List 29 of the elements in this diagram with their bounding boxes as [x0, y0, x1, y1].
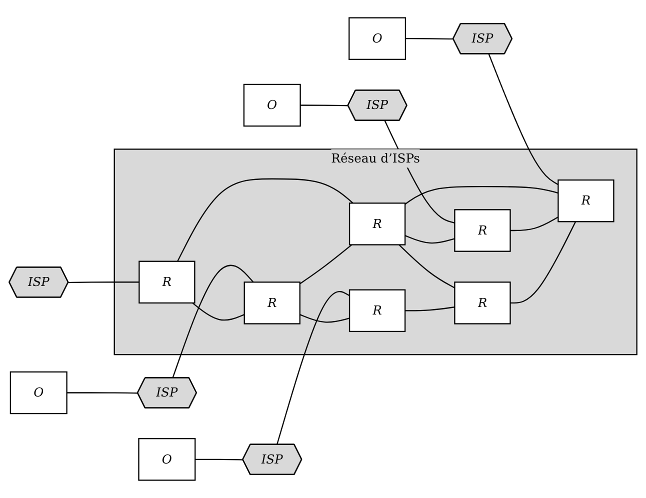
connector — [405, 38, 454, 40]
connector — [300, 314, 350, 323]
connector — [68, 282, 140, 284]
node-box: O — [348, 17, 406, 60]
node-box: R — [244, 282, 300, 324]
connector — [195, 458, 244, 460]
connector — [300, 104, 348, 106]
connector — [510, 221, 576, 304]
connector — [405, 306, 455, 312]
connector — [177, 178, 354, 262]
node-box: R — [348, 289, 406, 332]
node-box: R — [138, 260, 196, 304]
connector — [172, 264, 254, 378]
node-box: O — [138, 438, 196, 481]
connector — [398, 244, 455, 288]
connector — [276, 291, 350, 445]
node-box: R — [454, 282, 511, 324]
connector — [488, 54, 558, 186]
node-box: R — [454, 209, 511, 252]
node-box: R — [558, 179, 614, 222]
connector — [66, 392, 138, 394]
node-box: R — [348, 202, 406, 246]
connector — [404, 186, 558, 205]
connector — [404, 235, 455, 244]
connector — [510, 216, 558, 232]
connector — [300, 244, 352, 284]
connector — [192, 302, 245, 321]
node-box: O — [243, 84, 301, 127]
node-box: O — [10, 371, 68, 414]
